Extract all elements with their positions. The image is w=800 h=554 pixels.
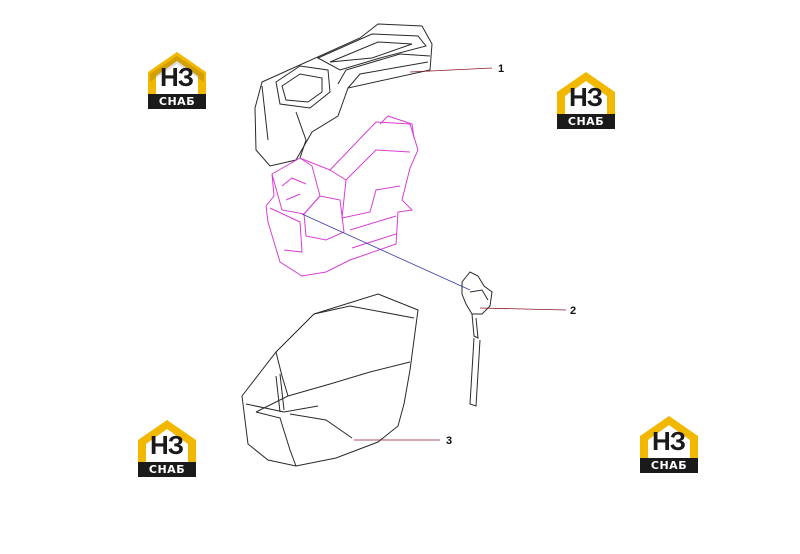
house-roof-icon <box>148 52 206 94</box>
house-roof-icon <box>138 420 196 462</box>
callout-label-2: 2 <box>570 305 576 317</box>
watermark-logo: НЗ СНАБ <box>638 414 700 474</box>
callout-label-1: 1 <box>498 63 504 75</box>
callout-label-3: 3 <box>446 435 452 447</box>
leader-line-2 <box>479 307 567 311</box>
lower-shell-part <box>241 293 419 467</box>
console-housing-part <box>265 115 419 277</box>
watermark-text: СНАБ <box>557 114 615 129</box>
watermark-text: СНАБ <box>640 458 698 473</box>
watermark-mark: НЗ <box>652 426 686 456</box>
watermark-logo: НЗ СНАБ <box>136 418 198 478</box>
watermark-mark: НЗ <box>150 430 184 460</box>
house-roof-icon <box>557 72 615 114</box>
watermark-mark: НЗ <box>569 82 603 112</box>
watermark-text: СНАБ <box>148 94 206 109</box>
house-roof-icon <box>640 416 698 458</box>
leader-lines <box>354 67 567 441</box>
watermark-logo: НЗ СНАБ <box>146 50 208 110</box>
watermark-logo: НЗ СНАБ <box>555 70 617 130</box>
watermark-mark: НЗ <box>160 62 194 92</box>
leader-line-1 <box>409 67 493 73</box>
watermark-text: СНАБ <box>138 462 196 477</box>
gear-lever-part <box>461 271 493 407</box>
console-cover-part <box>254 23 433 167</box>
assembly-link-line <box>301 213 471 291</box>
